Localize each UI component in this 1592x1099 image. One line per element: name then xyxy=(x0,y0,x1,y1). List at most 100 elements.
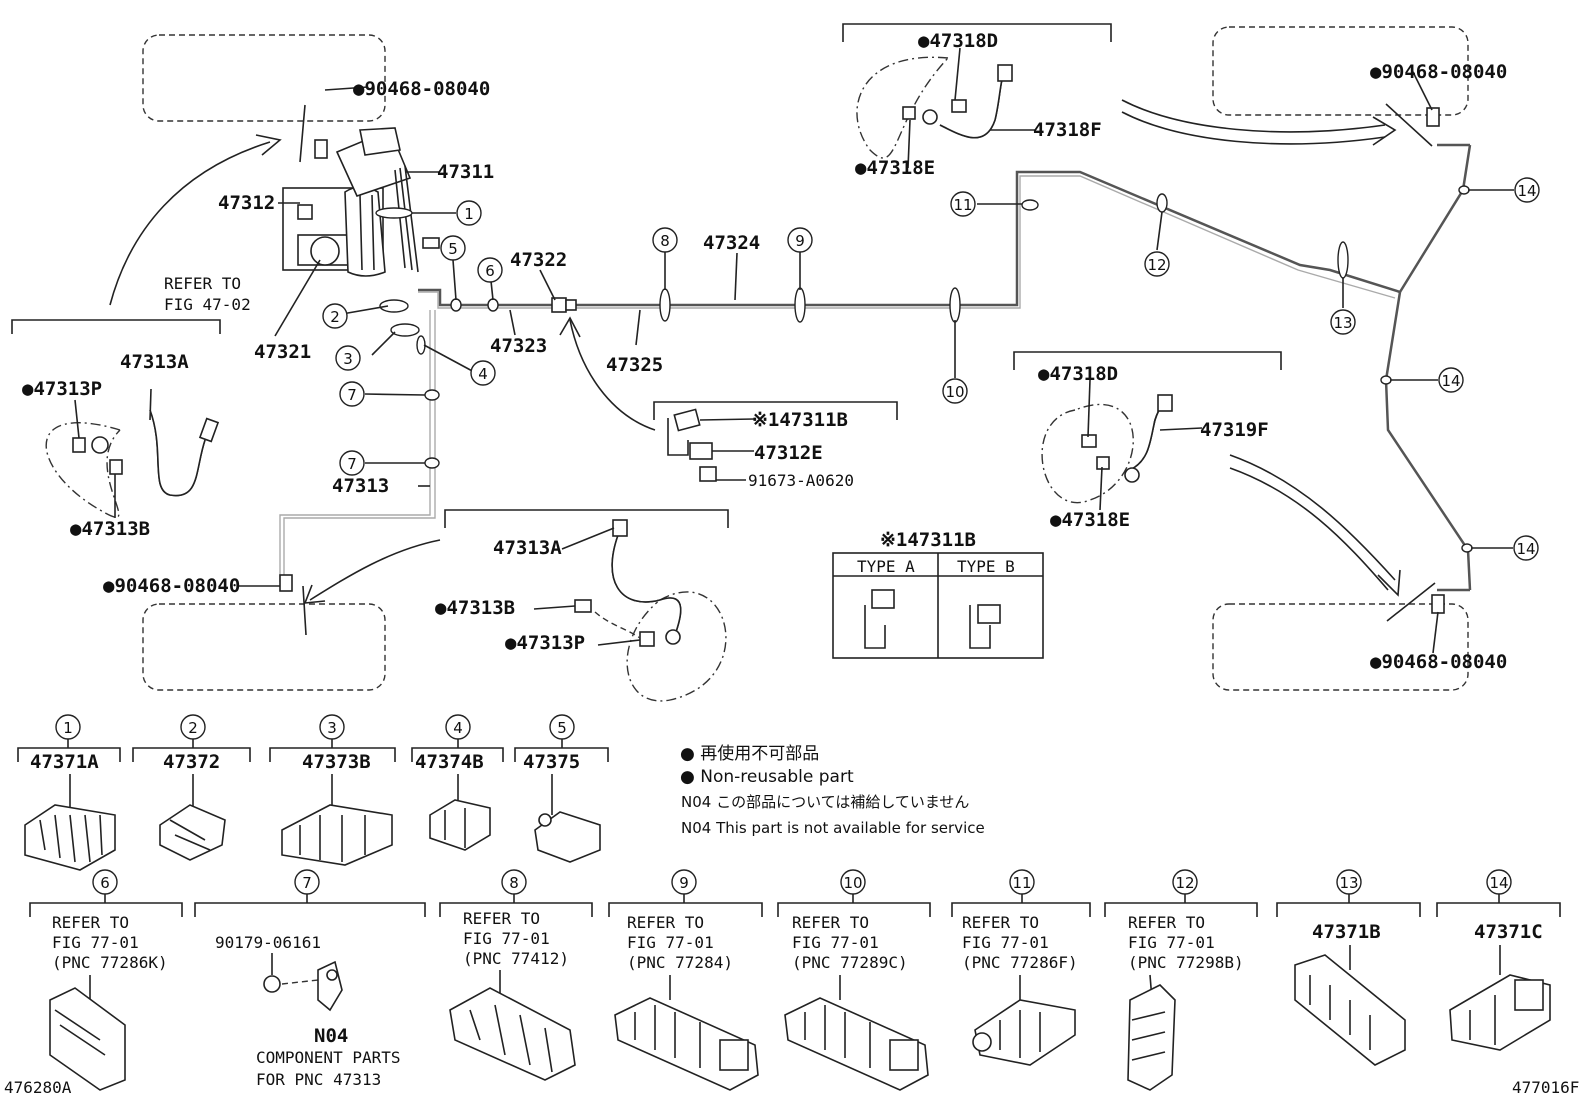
svg-text:12: 12 xyxy=(1147,256,1166,274)
callout-4: 4 xyxy=(470,360,496,386)
label-47324: 47324 xyxy=(703,232,760,254)
svg-text:FIG 77-01: FIG 77-01 xyxy=(792,933,879,952)
part-labels: ●90468-08040 47311 47312 REFER TO FIG 47… xyxy=(22,30,1507,673)
label-47312e: 47312E xyxy=(754,442,823,464)
svg-text:8: 8 xyxy=(660,232,670,250)
label-47313b-lower: ●47313B xyxy=(435,597,515,619)
clip-11: 11 REFER TO FIG 77-01 (PNC 77286F) xyxy=(951,869,1091,1066)
svg-text:(PNC 77298B): (PNC 77298B) xyxy=(1128,953,1244,972)
bracket-47319 xyxy=(1013,351,1282,370)
svg-text:1: 1 xyxy=(63,719,73,737)
svg-text:REFER TO: REFER TO xyxy=(627,913,704,932)
label-47313b-left: ●47313B xyxy=(70,518,150,540)
svg-text:47371B: 47371B xyxy=(1312,921,1381,943)
svg-text:8: 8 xyxy=(509,874,519,892)
bleeder-fittings xyxy=(279,103,1445,636)
bracket-47313-lower xyxy=(444,509,729,528)
svg-text:(PNC 77289C): (PNC 77289C) xyxy=(792,953,908,972)
svg-text:47375: 47375 xyxy=(523,751,580,773)
type-a-label: TYPE A xyxy=(857,557,915,576)
svg-text:REFER TO: REFER TO xyxy=(463,909,540,928)
clip-10: 10 REFER TO FIG 77-01 (PNC 77289C) xyxy=(777,869,931,1091)
callout-5: 5 xyxy=(440,235,466,261)
callout-14c: 14 xyxy=(1513,535,1539,561)
svg-text:3: 3 xyxy=(343,350,353,368)
callout-12: 12 xyxy=(1144,251,1170,277)
svg-text:FOR PNC 47313: FOR PNC 47313 xyxy=(256,1070,381,1089)
svg-text:12: 12 xyxy=(1175,874,1194,892)
callout-14b: 14 xyxy=(1438,367,1464,393)
clip-catalog-row2: 6 REFER TO FIG 77-01 (PNC 77286K) 7 9017… xyxy=(29,869,1561,1091)
type-table xyxy=(832,552,1044,659)
clip-4: 4 47374B xyxy=(411,714,504,851)
svg-text:2: 2 xyxy=(188,719,198,737)
svg-text:6: 6 xyxy=(485,262,495,280)
legend: ● 再使用不可部品 ● Non-reusable part N04 この部品につ… xyxy=(680,743,985,837)
clip-3: 3 47373B xyxy=(269,714,396,866)
svg-text:7: 7 xyxy=(347,455,357,473)
clip-1: 1 47371A xyxy=(17,714,121,871)
svg-text:7: 7 xyxy=(347,386,357,404)
svg-text:14: 14 xyxy=(1489,874,1508,892)
legend-jp-n04: N04 この部品については補給していません xyxy=(681,793,969,811)
label-47313a-left: 47313A xyxy=(120,351,189,373)
svg-text:(PNC 77412): (PNC 77412) xyxy=(463,949,569,968)
svg-text:7: 7 xyxy=(302,874,312,892)
wheel-area-front-right xyxy=(1212,26,1469,116)
label-47313p-lower: ●47313P xyxy=(505,632,585,654)
svg-text:10: 10 xyxy=(843,874,862,892)
label-47323: 47323 xyxy=(490,335,547,357)
callout-1: 1 xyxy=(456,200,482,226)
actuator-assembly xyxy=(282,127,440,355)
callout-13: 13 xyxy=(1330,309,1356,335)
svg-text:REFER TO: REFER TO xyxy=(792,913,869,932)
hose-47318-top xyxy=(856,56,1013,159)
svg-text:FIG 77-01: FIG 77-01 xyxy=(463,929,550,948)
callout-10: 10 xyxy=(942,378,968,404)
clip-catalog-row1: 1 47371A 2 47372 3 47373B 4 xyxy=(17,714,609,871)
label-47318e-right: ●47318E xyxy=(1050,509,1130,531)
legend-jp-nonreusable: ● 再使用不可部品 xyxy=(680,743,819,764)
svg-text:REFER TO: REFER TO xyxy=(52,913,129,932)
clip-2: 2 47372 xyxy=(132,714,251,861)
pipe-clips xyxy=(424,185,1473,553)
label-90468-08040-tl: ●90468-08040 xyxy=(353,78,490,100)
hose-47319 xyxy=(1041,394,1173,504)
svg-text:4: 4 xyxy=(453,719,463,737)
label-47313a-lower: 47313A xyxy=(493,537,562,559)
svg-text:13: 13 xyxy=(1339,874,1358,892)
clip-5: 5 47375 xyxy=(514,714,609,863)
svg-text:47374B: 47374B xyxy=(415,751,484,773)
svg-text:47371C: 47371C xyxy=(1474,921,1543,943)
clip-6: 6 REFER TO FIG 77-01 (PNC 77286K) xyxy=(29,869,183,1091)
footer-left-code: 476280A xyxy=(4,1078,72,1097)
callout-6: 6 xyxy=(477,257,503,283)
svg-text:47372: 47372 xyxy=(163,751,220,773)
type-b-label: TYPE B xyxy=(957,557,1015,576)
clip-7: 7 90179-06161 N04 COMPONENT PARTS FOR PN… xyxy=(194,869,426,1089)
svg-text:14: 14 xyxy=(1516,540,1535,558)
hose-47313-lower xyxy=(574,519,727,702)
svg-text:REFER TO: REFER TO xyxy=(962,913,1039,932)
clip-12: 12 REFER TO FIG 77-01 (PNC 77298B) xyxy=(1104,869,1258,1091)
svg-text:(PNC 77286K): (PNC 77286K) xyxy=(52,953,168,972)
label-47325: 47325 xyxy=(606,354,663,376)
label-47318d-right: ●47318D xyxy=(1038,363,1118,385)
label-90468-08040-tr: ●90468-08040 xyxy=(1370,61,1507,83)
bracket-47311b xyxy=(653,401,898,420)
wheel-area-front-left xyxy=(142,34,386,122)
svg-text:(PNC 77286F): (PNC 77286F) xyxy=(962,953,1078,972)
svg-text:FIG 77-01: FIG 77-01 xyxy=(627,933,714,952)
svg-text:47371A: 47371A xyxy=(30,751,99,773)
label-47318e-top: ●47318E xyxy=(855,157,935,179)
wheel-area-rear-right xyxy=(1212,603,1469,691)
label-refer-to: REFER TO xyxy=(164,274,241,293)
label-91673-a0620: 91673-A0620 xyxy=(748,471,854,490)
svg-text:11: 11 xyxy=(953,196,972,214)
svg-text:4: 4 xyxy=(478,365,488,383)
legend-en-n04: N04 This part is not available for servi… xyxy=(681,819,985,837)
bracket-47311b-parts xyxy=(667,408,755,482)
svg-text:5: 5 xyxy=(557,719,567,737)
label-47311: 47311 xyxy=(437,161,494,183)
